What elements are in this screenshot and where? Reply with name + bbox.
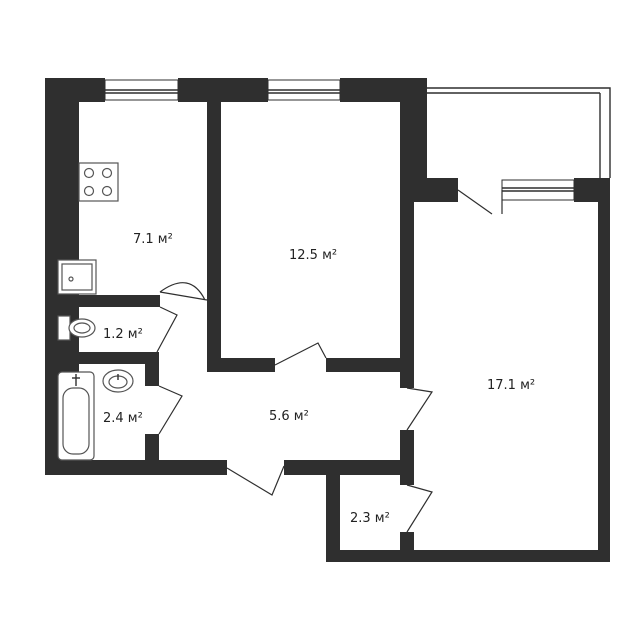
wall-south-2 [284,460,410,475]
room-area-bathroom: 2.4 м² [103,411,143,426]
balcony [427,87,611,178]
wall-bath-hall-1 [145,352,159,386]
wall-bedroom-south-1 [207,358,275,372]
window-kitchen [104,79,179,101]
room-area-kitchen: 7.1 м² [133,232,173,247]
door-kitchen [159,282,208,301]
doors [156,189,503,533]
wall-bedroom-south-2 [326,358,414,372]
stove-icon [78,162,119,202]
wall-closet-west [326,475,340,562]
interior-walls [45,100,414,552]
window-bedroom [267,79,341,101]
wall-south-bottom [326,550,610,562]
wall-kitchen-toilet [45,295,160,307]
wall-living-north-2 [574,178,610,202]
wall-kitchen-corner [45,100,79,230]
wall-bath-hall-2 [145,434,159,464]
wall-east-upper [400,78,427,188]
room-area-closet: 2.3 м² [350,511,390,526]
door-balcony [457,189,503,215]
wall-closet-east-2 [400,532,414,552]
room-area-hallway: 5.6 м² [269,409,309,424]
room-area-toilet: 1.2 м² [103,327,143,342]
washbasin-icon [102,369,134,393]
sink-icon [57,259,97,295]
wall-north-2 [178,78,268,102]
wall-north-1 [45,78,105,102]
window-living [501,179,575,201]
toilet-icon [57,315,96,341]
wall-toilet-bath [45,352,157,364]
bathtub-icon [57,371,95,461]
door-toilet [156,306,178,353]
room-area-living: 17.1 м² [487,378,535,393]
door-bedroom [274,342,327,366]
door-living [406,387,434,431]
exterior-walls [45,78,610,562]
door-bath [158,385,183,435]
wall-kitchen-bedroom [207,100,221,370]
door-closet [406,484,433,533]
windows [104,79,575,201]
door-entrance [226,465,285,496]
balcony-rail [427,87,611,178]
wall-closet-east-1 [400,430,414,485]
wall-east [598,178,610,562]
wall-bedroom-living [400,188,414,388]
room-area-bedroom: 12.5 м² [289,248,337,263]
wall-south-1 [45,460,227,475]
